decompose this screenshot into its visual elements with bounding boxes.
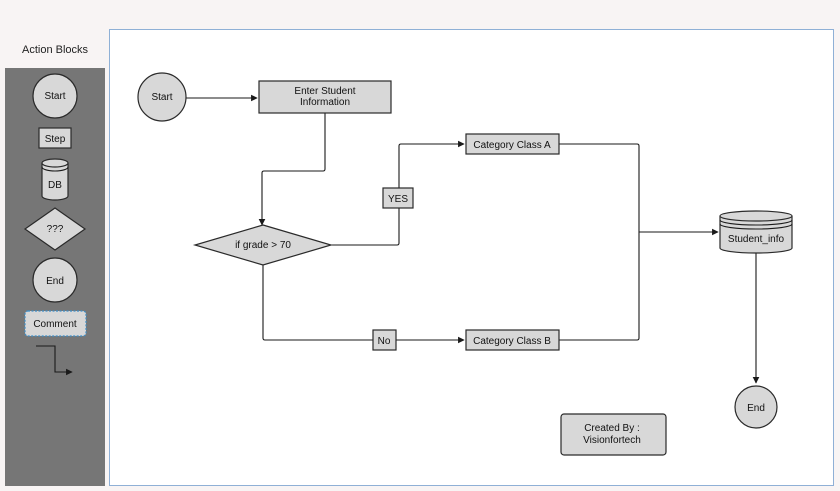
palette-start-label: Start (44, 91, 65, 102)
connector-icon (36, 345, 73, 376)
palette-connector-block[interactable] (36, 345, 73, 376)
start-node[interactable]: Start (137, 72, 187, 122)
palette-title: Action Blocks (5, 32, 105, 68)
palette-step-block[interactable]: Step (38, 127, 72, 149)
created-by-comment[interactable]: Created By : Visionfortech (560, 413, 667, 456)
no-label-box[interactable]: No (372, 329, 397, 351)
connector-enter-to-decision[interactable] (258, 113, 326, 226)
palette-comment-block[interactable]: Comment (24, 310, 87, 337)
end-node[interactable]: End (734, 385, 778, 429)
palette-end-label: End (46, 276, 64, 287)
grade-decision-label: if grade > 70 (235, 240, 291, 251)
category-class-a-label: Category Class A (473, 140, 551, 151)
enter-student-info-label-line2: Information (300, 97, 350, 108)
student-info-db-label: Student_info (728, 234, 785, 245)
connector-class-a-to-merge[interactable] (559, 143, 640, 232)
connector-decision-no[interactable] (262, 265, 465, 344)
created-by-label-line1: Created By : (584, 423, 640, 434)
enter-student-info-node[interactable]: Enter Student Information (258, 80, 392, 114)
category-class-b-node[interactable]: Category Class B (465, 329, 560, 351)
palette-decision-label: ??? (47, 224, 64, 235)
created-by-label-line2: Visionfortech (583, 435, 641, 446)
grade-decision-node[interactable]: if grade > 70 (192, 224, 334, 266)
end-node-label: End (747, 403, 765, 414)
category-class-b-label: Category Class B (473, 336, 551, 347)
palette-comment-label: Comment (33, 319, 77, 330)
category-class-a-node[interactable]: Category Class A (465, 133, 560, 155)
palette-start-block[interactable]: Start (32, 73, 78, 119)
no-label: No (378, 336, 391, 347)
palette-db-label: DB (48, 180, 62, 191)
diagram-canvas[interactable] (109, 29, 834, 486)
enter-student-info-label-line1: Enter Student (294, 86, 355, 97)
palette-step-label: Step (45, 134, 66, 145)
yes-label-box[interactable]: YES (382, 187, 414, 209)
start-node-label: Start (151, 92, 172, 103)
palette-decision-block[interactable]: ??? (23, 207, 87, 251)
palette-end-block[interactable]: End (32, 257, 78, 303)
student-info-db-node[interactable]: Student_info (719, 210, 793, 254)
palette-db-block[interactable]: DB (41, 158, 69, 201)
yes-label: YES (388, 194, 408, 205)
connector-class-b-to-merge[interactable] (559, 232, 640, 341)
